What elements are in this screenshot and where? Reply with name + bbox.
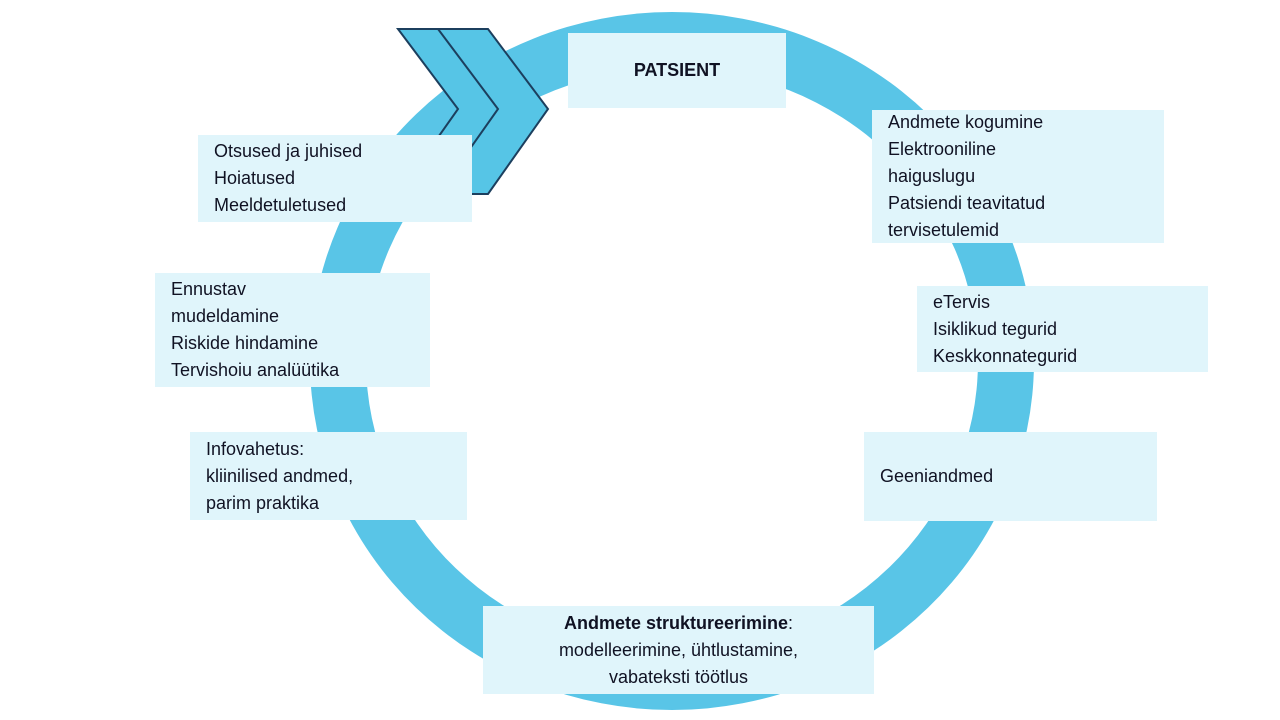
node-andmete-kogumine: Andmete kogumine Elektrooniline haiguslu… — [872, 110, 1164, 243]
node-andmete-struktureerimine-detail: : modelleerimine, ühtlustamine, vabateks… — [558, 612, 799, 687]
node-geeniandmed-label: Geeniandmed — [880, 466, 994, 486]
node-infovahetus-label: Infovahetus: kliinilised andmed, parim p… — [206, 438, 354, 513]
node-andmete-struktureerimine: Andmete struktureerimine: modelleerimine… — [483, 606, 874, 694]
node-otsused: Otsused ja juhised Hoiatused Meeldetulet… — [198, 135, 472, 222]
node-patsient-label: PATSIENT — [633, 60, 721, 80]
node-otsused-label: Otsused ja juhised Hoiatused Meeldetulet… — [214, 141, 363, 215]
node-infovahetus: Infovahetus: kliinilised andmed, parim p… — [190, 432, 467, 520]
arrow-chevron-front — [436, 28, 550, 195]
node-ennustav-label: Ennustav mudeldamine Riskide hindamine T… — [171, 279, 340, 380]
node-andmete-kogumine-label: Andmete kogumine Elektrooniline haiguslu… — [888, 112, 1046, 240]
node-ennustav: Ennustav mudeldamine Riskide hindamine T… — [155, 273, 430, 387]
node-andmete-struktureerimine-title: Andmete struktureerimine — [563, 612, 789, 633]
node-geeniandmed: Geeniandmed — [864, 432, 1157, 521]
node-andmete-struktureerimine-label: Andmete struktureerimine: modelleerimine… — [559, 610, 798, 691]
node-etervis: eTervis Isiklikud tegurid Keskkonnategur… — [917, 286, 1208, 372]
node-etervis-label: eTervis Isiklikud tegurid Keskkonnategur… — [933, 291, 1078, 366]
node-patsient: PATSIENT — [568, 33, 786, 108]
